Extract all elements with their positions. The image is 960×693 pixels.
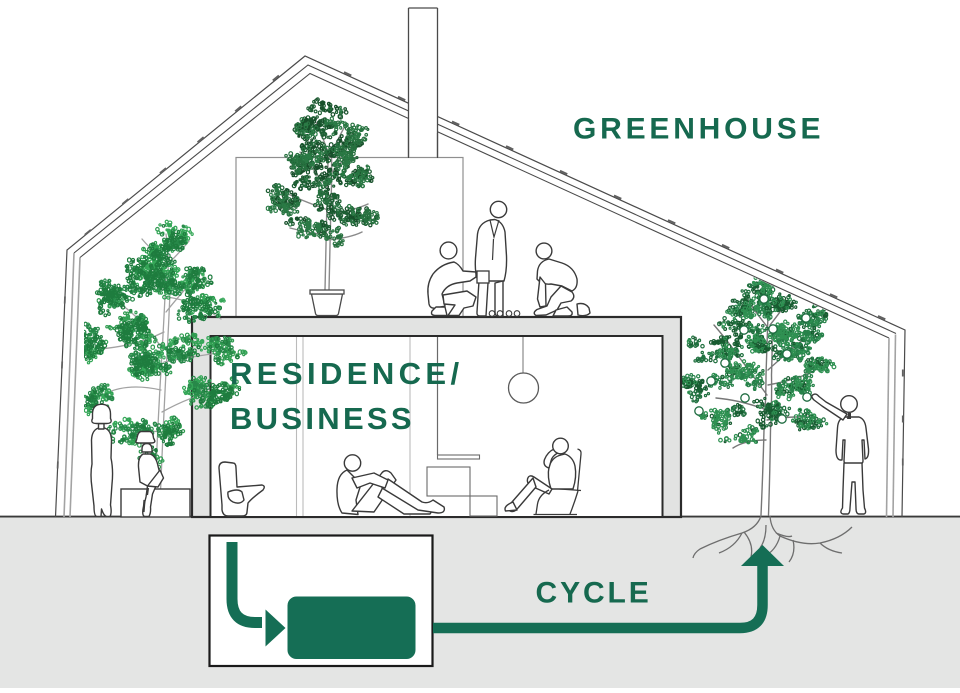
svg-text:GREENHOUSE: GREENHOUSE [573, 113, 824, 146]
svg-text:RESIDENCE/: RESIDENCE/ [230, 356, 463, 391]
svg-text:BUSINESS: BUSINESS [230, 401, 415, 436]
svg-text:CYCLE: CYCLE [536, 577, 652, 610]
